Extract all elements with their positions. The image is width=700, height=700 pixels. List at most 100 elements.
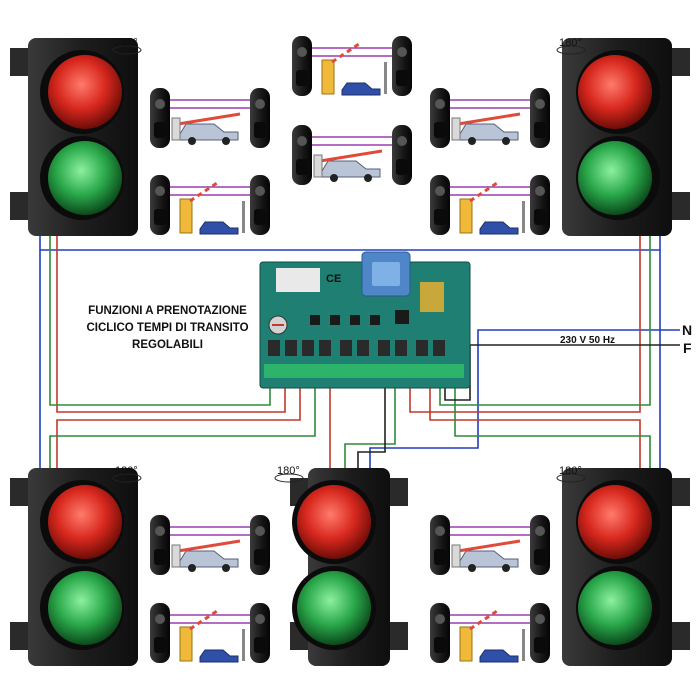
barrier-post-icon <box>459 626 473 662</box>
photocell-pair <box>150 175 270 235</box>
barrier-post-icon <box>179 626 193 662</box>
red-lamp <box>48 55 122 129</box>
barrier-post-icon <box>321 59 335 95</box>
wire-red-left-top <box>56 235 286 413</box>
red-lamp <box>578 485 652 559</box>
wire-blue-mid <box>369 329 680 470</box>
car-icon <box>179 550 239 568</box>
wire-red-left-bottom <box>56 388 301 470</box>
barrier-arm-icon <box>319 149 383 163</box>
photocell <box>250 88 270 148</box>
photocell-pair <box>292 125 412 185</box>
wire-green-right-bottom <box>454 388 651 470</box>
car-icon <box>179 123 239 141</box>
caption-line-1: FUNZIONI A PRENOTAZIONE <box>88 305 247 317</box>
car-icon <box>479 649 519 663</box>
photocell <box>392 125 412 185</box>
green-lamp <box>48 571 122 645</box>
wire-green-mid <box>344 388 396 470</box>
photocell <box>292 36 312 96</box>
traffic-light-bottom-center <box>290 468 408 666</box>
car-icon <box>199 221 239 235</box>
wire-red-right-top <box>409 235 641 413</box>
photocell <box>250 175 270 235</box>
fuse-block <box>420 282 444 312</box>
caption-line-3: REGOLABILI <box>132 339 203 351</box>
photocell-pair <box>150 603 270 663</box>
rotation-label: 180° <box>115 465 138 477</box>
terminal-f-label: F <box>683 340 692 356</box>
photocell <box>150 175 170 235</box>
wire-green-right-top <box>439 235 651 406</box>
photocell-pairs <box>150 36 550 663</box>
car-icon <box>479 221 519 235</box>
photocell-pair <box>430 88 550 148</box>
wires <box>39 235 680 470</box>
barrier-arm-icon <box>189 607 221 631</box>
rotation-label: 180° <box>559 37 582 49</box>
green-lamp <box>578 141 652 215</box>
photocell <box>430 603 450 663</box>
car-icon <box>321 160 381 178</box>
wire-green-left-bottom <box>49 388 316 470</box>
photocell <box>530 88 550 148</box>
barrier-arm-icon <box>457 112 521 126</box>
barrier-arm-icon <box>469 607 501 631</box>
photocell <box>392 36 412 96</box>
green-lamp <box>48 141 122 215</box>
rotation-arrows <box>112 45 586 483</box>
photocell-pair <box>150 515 270 575</box>
photocell-pair <box>430 515 550 575</box>
photocell <box>250 603 270 663</box>
terminal-blocks <box>264 364 464 378</box>
relays <box>268 340 445 356</box>
rotation-label: 180° <box>115 37 138 49</box>
rotation-label: 180° <box>277 465 300 477</box>
photocell <box>292 125 312 185</box>
photocell <box>430 515 450 575</box>
control-board: CE <box>259 251 471 389</box>
car-icon <box>199 649 239 663</box>
photocell <box>530 175 550 235</box>
barrier-arm-icon <box>189 179 221 203</box>
terminal-n-label: N <box>682 322 693 338</box>
red-lamp <box>578 55 652 129</box>
traffic-light-top-right <box>562 38 690 236</box>
wire-blue-top <box>39 235 661 251</box>
car-icon <box>341 82 381 96</box>
photocell <box>150 603 170 663</box>
red-lamp <box>297 485 371 559</box>
wire-black-mid <box>357 388 386 470</box>
photocell-pair <box>430 175 550 235</box>
rotation-label: 180° <box>559 465 582 477</box>
barrier-arm-icon <box>457 539 521 553</box>
photocell <box>430 175 450 235</box>
function-caption: FUNZIONI A PRENOTAZIONE CICLICO TEMPI DI… <box>55 303 280 354</box>
barrier-arm-icon <box>331 40 363 64</box>
photocell <box>150 88 170 148</box>
car-icon <box>459 550 519 568</box>
traffic-light-bottom-right <box>562 468 690 666</box>
barrier-arm-icon <box>177 539 241 553</box>
caption-line-2: CICLICO TEMPI DI TRANSITO <box>86 322 249 334</box>
green-lamp <box>578 571 652 645</box>
photocell-pair <box>292 36 412 96</box>
photocell <box>250 515 270 575</box>
pcb-label <box>276 268 320 292</box>
photocell <box>150 515 170 575</box>
barrier-arm-icon <box>469 179 501 203</box>
photocell-pair <box>430 603 550 663</box>
barrier-post-icon <box>179 198 193 234</box>
barrier-arm-icon <box>177 112 241 126</box>
wire-red-right-bottom <box>429 388 641 470</box>
photocell <box>530 515 550 575</box>
traffic-light-bottom-left <box>10 468 138 666</box>
photocell-pair <box>150 88 270 148</box>
car-icon <box>459 123 519 141</box>
photocell <box>530 603 550 663</box>
photocell <box>430 88 450 148</box>
supply-label: 230 V 50 Hz <box>560 335 616 346</box>
wire-green-left-top <box>49 235 271 406</box>
ce-mark: CE <box>326 273 341 285</box>
